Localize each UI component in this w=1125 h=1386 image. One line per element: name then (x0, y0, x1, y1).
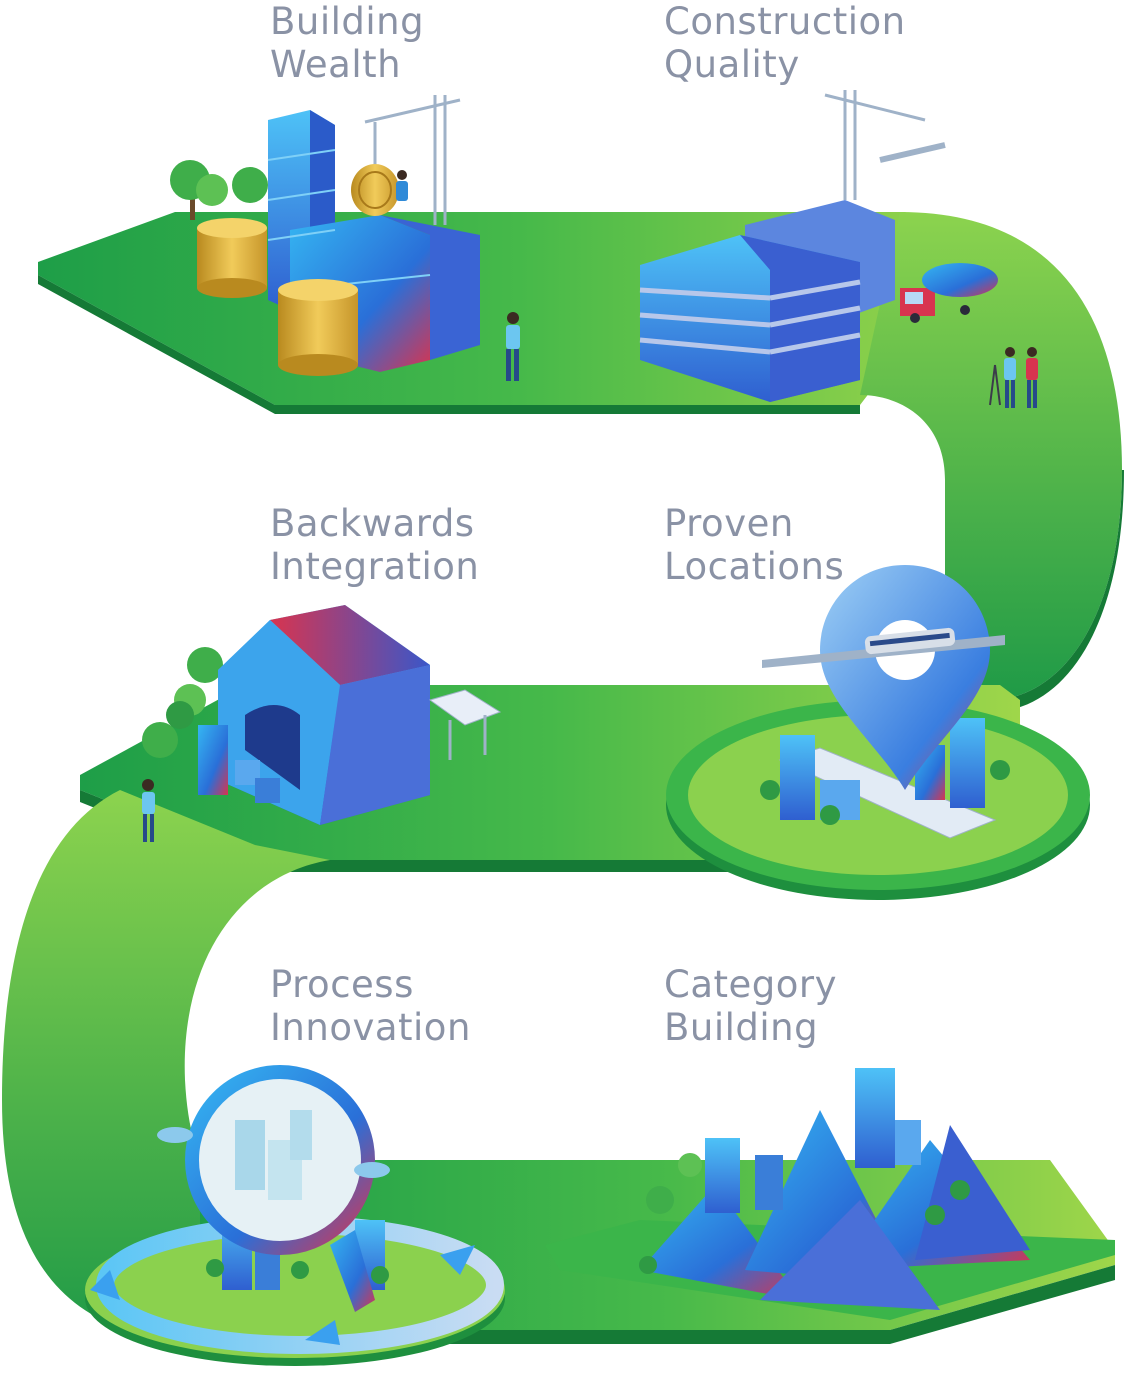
tree-icon (170, 160, 268, 220)
coin-icon (351, 164, 399, 216)
stage-label-line: Backwards (270, 502, 475, 545)
category-building-scene (545, 1068, 1115, 1320)
stage-label-line: Building (664, 1006, 819, 1049)
building-icon (267, 110, 480, 372)
building-icon (198, 725, 280, 803)
magnifier-icon (185, 1065, 375, 1312)
stage-label-line: Quality (664, 43, 800, 86)
stage-label-line: Wealth (270, 43, 402, 86)
stage-label-line: Construction (664, 0, 906, 43)
building-icon (639, 200, 895, 402)
person-icon (989, 347, 1038, 408)
person-icon (396, 170, 520, 381)
stage-label-line: Proven (664, 502, 794, 545)
pyramid-icon (640, 1110, 1030, 1310)
stage-label-line: Locations (664, 545, 845, 588)
warehouse-icon (218, 605, 430, 825)
stage-label-category-building: Category Building (664, 963, 837, 1049)
proven-locations-scene (666, 565, 1090, 900)
stage-label-backwards-integration: Backwards Integration (270, 502, 479, 588)
stage-label-building-wealth: Building Wealth (270, 0, 424, 86)
person-icon (142, 779, 155, 842)
crane-icon (364, 95, 461, 225)
stage-label-construction-quality: Construction Quality (664, 0, 906, 86)
crane-icon (824, 90, 946, 200)
stage-label-proven-locations: Proven Locations (664, 502, 844, 588)
tree-icon (760, 760, 1010, 825)
path-curve-right-top (860, 212, 1122, 700)
tree-icon (206, 1259, 389, 1284)
stage-label-line: Integration (270, 545, 480, 588)
truck-icon (900, 263, 998, 323)
tree-icon (142, 647, 223, 758)
path-curve-left (2, 790, 330, 1340)
stage-label-line: Process (270, 963, 414, 1006)
construction-quality-scene (639, 90, 1038, 408)
building-icon (705, 1068, 921, 1213)
process-innovation-scene (85, 1065, 505, 1366)
building-wealth-scene (170, 95, 520, 381)
coin-stack-icon (197, 218, 358, 376)
stage-label-line: Building (270, 0, 425, 43)
backwards-integration-scene (142, 605, 502, 842)
stage-label-line: Category (664, 963, 838, 1006)
stage-label-process-innovation: Process Innovation (270, 963, 471, 1049)
cloud-icon (157, 1127, 390, 1178)
stage-label-line: Innovation (270, 1006, 471, 1049)
tree-icon (639, 1153, 970, 1274)
train-icon (762, 627, 1005, 668)
solar-panel-icon (428, 689, 502, 760)
